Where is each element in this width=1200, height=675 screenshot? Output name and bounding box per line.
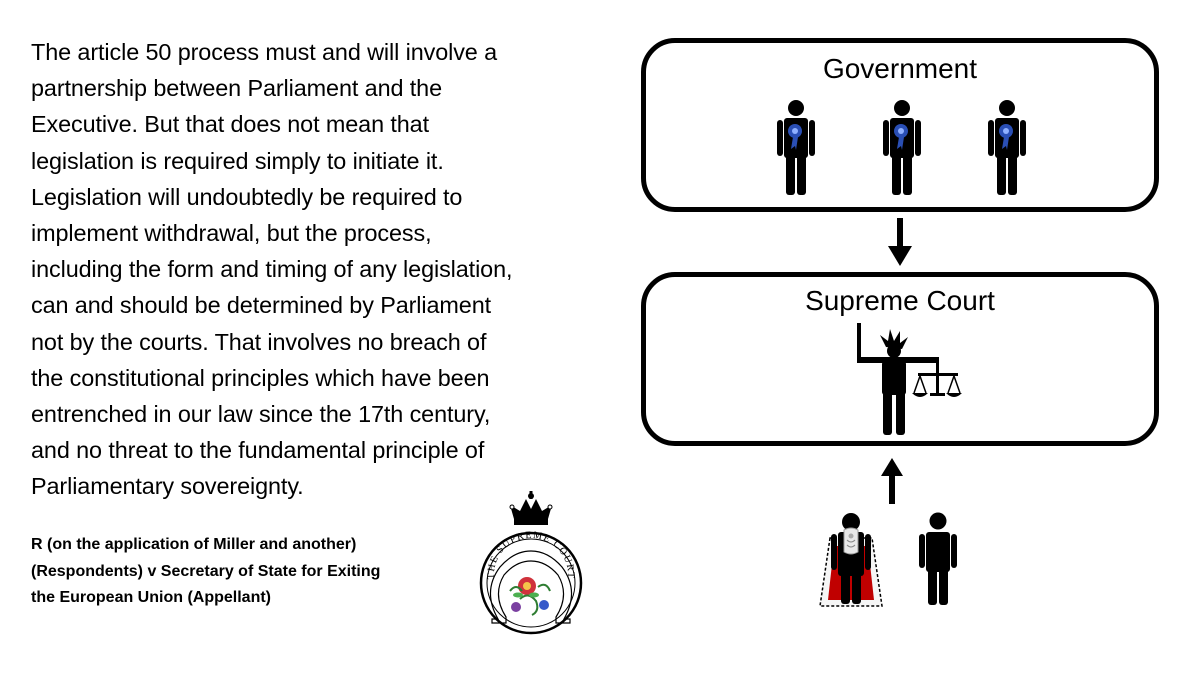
quote-text: The article 50 process must and will inv…	[31, 34, 611, 505]
barrister-icon	[819, 513, 883, 607]
supreme-court-seal-icon: THE SUPREME COURT	[479, 491, 583, 635]
minister-icon	[988, 100, 1026, 195]
quote-line: not by the courts. That involves no brea…	[31, 328, 487, 355]
down-arrow-icon	[888, 218, 912, 266]
quote-line: The article 50 process must and will inv…	[31, 39, 498, 65]
person-icon	[919, 512, 957, 605]
rosette-icon	[788, 124, 802, 150]
quote-line: Legislation will undoubtedly be required…	[31, 183, 463, 210]
quote-line: implement withdrawal, but the process,	[31, 220, 432, 247]
quote-line: can and should be determined by Parliame…	[31, 292, 492, 319]
quote-line: Executive. But that does not mean that	[31, 111, 429, 138]
case-citation: R (on the application of Miller and anot…	[31, 532, 471, 612]
quote-line: and no threat to the fundamental princip…	[31, 437, 485, 464]
quote-line: Parliamentary sovereignty.	[31, 473, 304, 500]
justice-icon	[857, 323, 962, 435]
citation-line: R (on the application of Miller and anot…	[31, 536, 357, 553]
quote-line: legislation is required simply to initia…	[31, 147, 444, 174]
citation-line: the European Union (Appellant)	[31, 589, 271, 606]
crown-icon	[509, 491, 553, 525]
rosette-icon	[894, 124, 908, 150]
wig-icon	[843, 527, 859, 555]
supreme-court-label: Supreme Court	[805, 285, 995, 316]
quote-line: the constitutional principles which have…	[31, 364, 490, 391]
quote-line: including the form and timing of any leg…	[31, 256, 513, 283]
sword-icon	[857, 323, 861, 363]
minister-icon	[777, 100, 815, 195]
rosette-icon	[999, 124, 1013, 150]
up-arrow-icon	[881, 458, 903, 504]
supreme-court-box: Supreme Court	[641, 272, 1159, 446]
citation-line: (Respondents) v Secretary of State for E…	[31, 562, 381, 580]
quote-line: partnership between Parliament and the	[31, 75, 442, 102]
government-box: Government	[641, 38, 1159, 212]
minister-icon	[883, 100, 921, 195]
quote-line: entrenched in our law since the 17th cen…	[31, 401, 491, 428]
government-label: Government	[822, 53, 978, 84]
scales-icon	[912, 359, 962, 397]
